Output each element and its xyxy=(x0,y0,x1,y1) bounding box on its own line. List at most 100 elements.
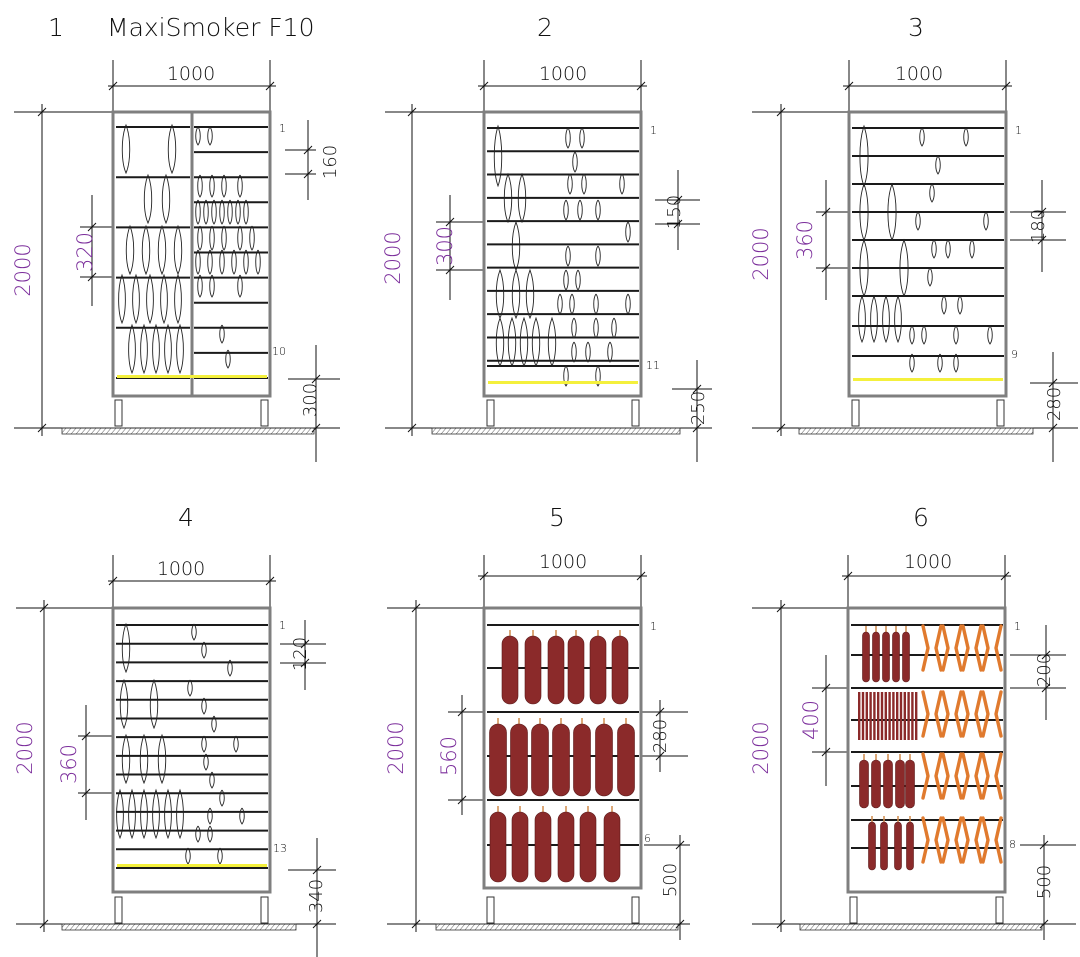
small-sausage-item xyxy=(941,816,963,864)
fish-item xyxy=(118,273,126,325)
small-fish-item xyxy=(211,715,217,733)
sausage-item xyxy=(489,723,507,797)
small-fish-item xyxy=(579,127,585,149)
small-fish-item xyxy=(953,325,959,345)
sausage-item xyxy=(534,811,552,883)
cabinet-frame xyxy=(111,606,272,894)
sausage-item xyxy=(880,821,888,871)
fish-item xyxy=(894,294,902,344)
thin-sausage-item xyxy=(899,692,903,740)
small-fish-item xyxy=(595,199,601,221)
small-fish-item xyxy=(571,317,577,339)
diagram-title: MaxiSmoker F10 xyxy=(107,13,315,42)
small-sausage-item xyxy=(941,624,963,672)
fish-item xyxy=(128,323,136,375)
panel-4: 4 1000 2000 360 120 340 xyxy=(13,503,336,957)
fish-item xyxy=(152,323,160,375)
small-fish-item xyxy=(201,697,207,715)
small-fish-item xyxy=(207,807,213,825)
small-fish-item xyxy=(569,293,575,315)
width-label: 1000 xyxy=(539,63,587,85)
pitch-dimension xyxy=(1010,625,1066,720)
small-fish-item xyxy=(197,225,203,251)
fish-item xyxy=(164,323,172,375)
small-fish-item xyxy=(221,174,227,198)
fish-item xyxy=(517,172,527,224)
sausage-item xyxy=(511,811,529,883)
fish-item xyxy=(507,316,517,368)
small-fish-item xyxy=(187,679,193,697)
small-fish-item xyxy=(937,353,943,373)
small-fish-item xyxy=(611,317,617,339)
fish-item xyxy=(157,224,167,276)
floor-hatch xyxy=(385,427,712,435)
fish-items xyxy=(858,124,993,373)
small-fish-item xyxy=(941,295,947,315)
fish-item xyxy=(116,788,124,840)
sausage-item xyxy=(510,723,528,797)
panel-number: 6 xyxy=(913,503,929,532)
small-fish-item xyxy=(237,174,243,198)
small-sausage-item xyxy=(981,816,1003,864)
small-fish-item xyxy=(929,183,935,203)
small-fish-item xyxy=(625,221,631,243)
sausage-item xyxy=(883,759,893,809)
leg-right xyxy=(260,399,269,427)
thin-sausage-item xyxy=(892,692,895,740)
pitch-label: 120 xyxy=(290,637,311,671)
sausage-item xyxy=(579,811,597,883)
fish-item xyxy=(859,238,869,298)
small-fish-item xyxy=(945,239,951,259)
cabinet-frame xyxy=(111,110,272,398)
small-fish-item xyxy=(203,753,209,771)
small-fish-item xyxy=(935,155,941,175)
fish-item xyxy=(870,294,878,344)
fish-item xyxy=(132,273,140,325)
small-fish-item xyxy=(225,349,231,369)
small-fish-item xyxy=(227,659,233,677)
small-fish-item xyxy=(219,249,225,275)
small-fish-item xyxy=(571,341,577,363)
spacing-dimension xyxy=(78,705,113,820)
sausage-item xyxy=(892,631,900,683)
panel-number: 5 xyxy=(549,503,565,532)
small-fish-item xyxy=(209,274,215,298)
small-fish-item xyxy=(919,127,925,147)
small-fish-item xyxy=(983,211,989,231)
small-fish-item xyxy=(197,174,203,198)
small-fish-item xyxy=(219,324,225,344)
fish-item xyxy=(121,123,131,175)
floor-hatch xyxy=(387,923,690,931)
sausage-item xyxy=(603,811,621,883)
fish-item xyxy=(128,788,136,840)
sausage-item xyxy=(868,821,876,871)
small-sausage-item xyxy=(981,624,1003,672)
width-dimension xyxy=(108,60,276,112)
small-sausage-item xyxy=(921,816,943,864)
fish-items xyxy=(493,124,631,387)
sausage-item xyxy=(902,631,910,683)
floor-hatch xyxy=(14,427,340,435)
small-fish-item xyxy=(239,807,245,825)
thin-sausage-item xyxy=(907,692,910,740)
leg-right xyxy=(996,399,1005,427)
fish-item xyxy=(859,124,869,188)
panel-number: 2 xyxy=(537,13,553,42)
fish-item xyxy=(882,294,890,344)
thin-sausage-item xyxy=(877,692,880,740)
small-sausage-item xyxy=(961,816,983,864)
small-fish-item xyxy=(207,249,213,275)
fish-item xyxy=(125,224,135,276)
drip-tray xyxy=(488,381,638,384)
thin-sausage-item xyxy=(869,692,872,740)
width-dimension xyxy=(108,555,276,608)
height-label: 2000 xyxy=(13,721,37,774)
small-fish-item xyxy=(563,199,569,221)
leg-left xyxy=(851,399,860,427)
sausage-item xyxy=(905,759,915,809)
sausage-item xyxy=(617,723,635,797)
fish-item xyxy=(519,316,529,368)
last-rail-label: 8 xyxy=(1009,838,1016,851)
leg-right xyxy=(631,399,640,427)
fish-item xyxy=(146,273,154,325)
